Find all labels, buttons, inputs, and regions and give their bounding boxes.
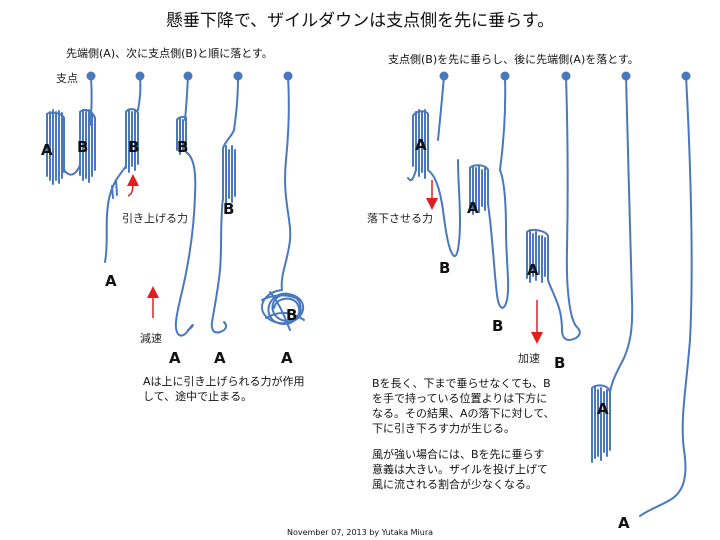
label-a: A — [467, 199, 479, 217]
label-a: A — [597, 400, 609, 418]
right-paragraph-line: Bを長く、下まで垂らせなくても、B — [372, 377, 551, 390]
rope-left-5 — [261, 75, 305, 331]
label-b: B — [177, 138, 189, 156]
anchor-points — [86, 71, 691, 81]
rope-right-1 — [407, 75, 461, 257]
decelerate-note: 減速 — [140, 332, 162, 345]
label-b: B — [223, 200, 235, 218]
label-a: A — [618, 514, 630, 532]
rope-right-5 — [639, 75, 693, 517]
rope-right-3 — [526, 75, 581, 341]
right-paragraph-line: を手で持っている位置よりは下方に — [372, 392, 548, 405]
left-conclusion-line: Aは上に引き上げられる力が作用 — [143, 375, 305, 388]
anchor-label: 支点 — [56, 72, 78, 85]
rope-left-1 — [46, 75, 96, 185]
rope-left-3 — [174, 75, 197, 337]
right-paragraph-line: 風に流される割合が少なくなる。 — [372, 478, 537, 491]
rope-left-2 — [104, 75, 142, 263]
footer-credit: November 07, 2013 by Yutaka Miura — [286, 528, 434, 537]
label-b: B — [77, 138, 89, 156]
label-b: B — [492, 317, 504, 335]
rope-right-2 — [469, 75, 510, 309]
label-a: A — [214, 349, 226, 367]
label-b: B — [554, 354, 566, 372]
rope-left-4 — [210, 75, 239, 334]
label-a: A — [281, 349, 293, 367]
right-paragraph-1: Bを長く、下まで垂らせなくても、B を手で持っている位置よりは下方に なる。その… — [372, 376, 582, 436]
left-heading: 先端側(A)、次に支点側(B)と順に落とす。 — [66, 47, 273, 60]
accelerate-note: 加速 — [518, 352, 540, 365]
pull-up-arrow — [126, 174, 139, 197]
right-paragraph-line: なる。その結果、Aの落下に対して、 — [372, 407, 555, 420]
label-a: A — [527, 261, 539, 279]
label-a: A — [41, 141, 53, 159]
page-title: 懸垂下降で、ザイルダウンは支点側を先に垂らす。 — [165, 11, 555, 31]
label-a: A — [415, 136, 427, 154]
right-paragraph-line: 意義は大きい。ザイルを投げ上げて — [372, 463, 548, 476]
label-a: A — [169, 349, 181, 367]
pull-up-note: 引き上げる力 — [122, 212, 188, 225]
drop-force-note: 落下させる力 — [367, 212, 433, 225]
label-b: B — [128, 138, 140, 156]
label-b: B — [286, 306, 298, 324]
rope-right-4 — [591, 75, 634, 463]
right-paragraph-2: 風が強い場合には、Bを先に垂らす 意義は大きい。ザイルを投げ上げて 風に流される… — [372, 447, 582, 492]
left-conclusion: Aは上に引き上げられる力が作用 して、途中で止まる。 — [143, 374, 343, 404]
right-paragraph-line: 下に引き下ろす力が生じる。 — [372, 422, 515, 435]
right-paragraph-line: 風が強い場合には、Bを先に垂らす — [372, 448, 545, 461]
right-heading: 支点側(B)を先に垂らし、後に先端側(A)を落とす。 — [388, 53, 639, 66]
left-conclusion-line: して、途中で止まる。 — [143, 390, 253, 403]
label-b: B — [439, 259, 451, 277]
label-a: A — [105, 272, 117, 290]
